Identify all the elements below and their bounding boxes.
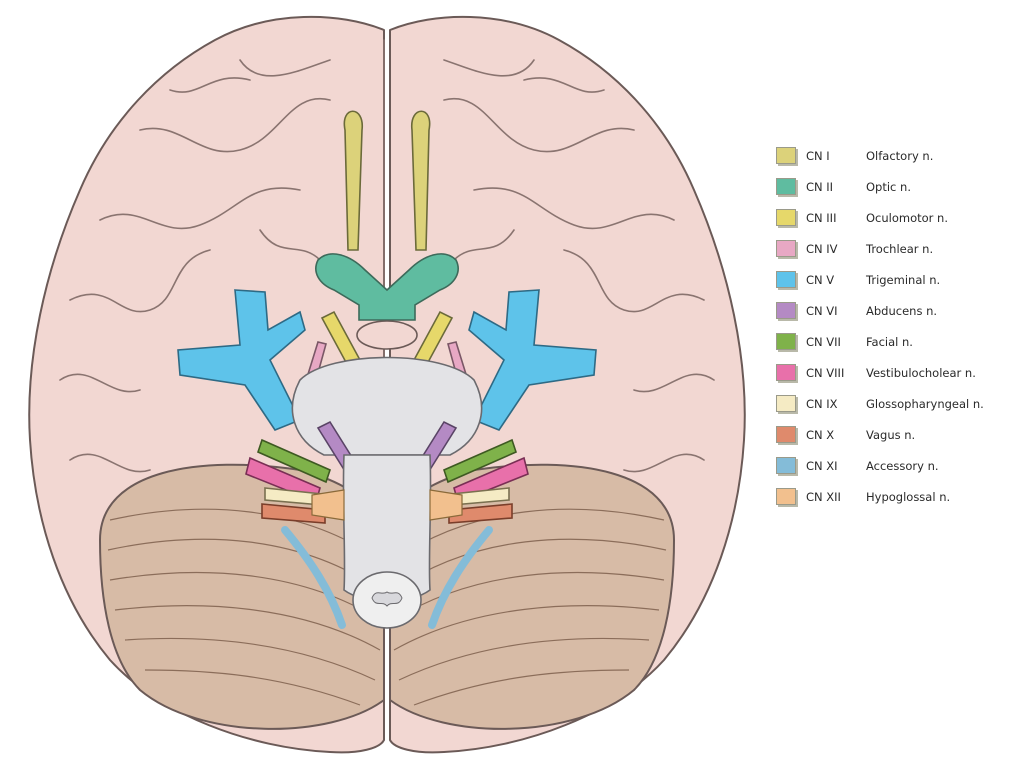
legend-code: CN IX [806,397,866,411]
legend-name: Optic n. [866,180,911,194]
legend-swatch [776,240,796,257]
legend-name: Oculomotor n. [866,211,948,225]
legend-swatch [776,209,796,226]
pons [292,358,481,456]
legend-code: CN II [806,180,866,194]
legend-swatch [776,457,796,474]
legend-swatch [776,426,796,443]
legend-swatch [776,333,796,350]
legend-name: Olfactory n. [866,149,933,163]
legend-name: Hypoglossal n. [866,490,950,504]
legend-code: CN VII [806,335,866,349]
mammillary [357,321,417,349]
legend-name: Vagus n. [866,428,915,442]
legend-code: CN I [806,149,866,163]
legend-code: CN XII [806,490,866,504]
legend-swatch [776,178,796,195]
legend-code: CN V [806,273,866,287]
legend-swatch [776,488,796,505]
legend-name: Abducens n. [866,304,937,318]
legend-code: CN III [806,211,866,225]
legend-name: Glossopharyngeal n. [866,397,984,411]
legend-swatch [776,147,796,164]
legend-code: CN VIII [806,366,866,380]
legend-swatch [776,302,796,319]
legend-code: CN IV [806,242,866,256]
legend-swatch [776,395,796,412]
legend-code: CN X [806,428,866,442]
olfactory-nerves [344,111,429,250]
legend-name: Vestibulocholear n. [866,366,976,380]
legend-name: Trochlear n. [866,242,933,256]
legend-name: Facial n. [866,335,913,349]
brain-base-diagram [0,0,770,768]
legend-code: CN VI [806,304,866,318]
legend-code: CN XI [806,459,866,473]
legend-swatch [776,364,796,381]
legend-name: Trigeminal n. [866,273,940,287]
legend-name: Accessory n. [866,459,939,473]
legend-swatch [776,271,796,288]
